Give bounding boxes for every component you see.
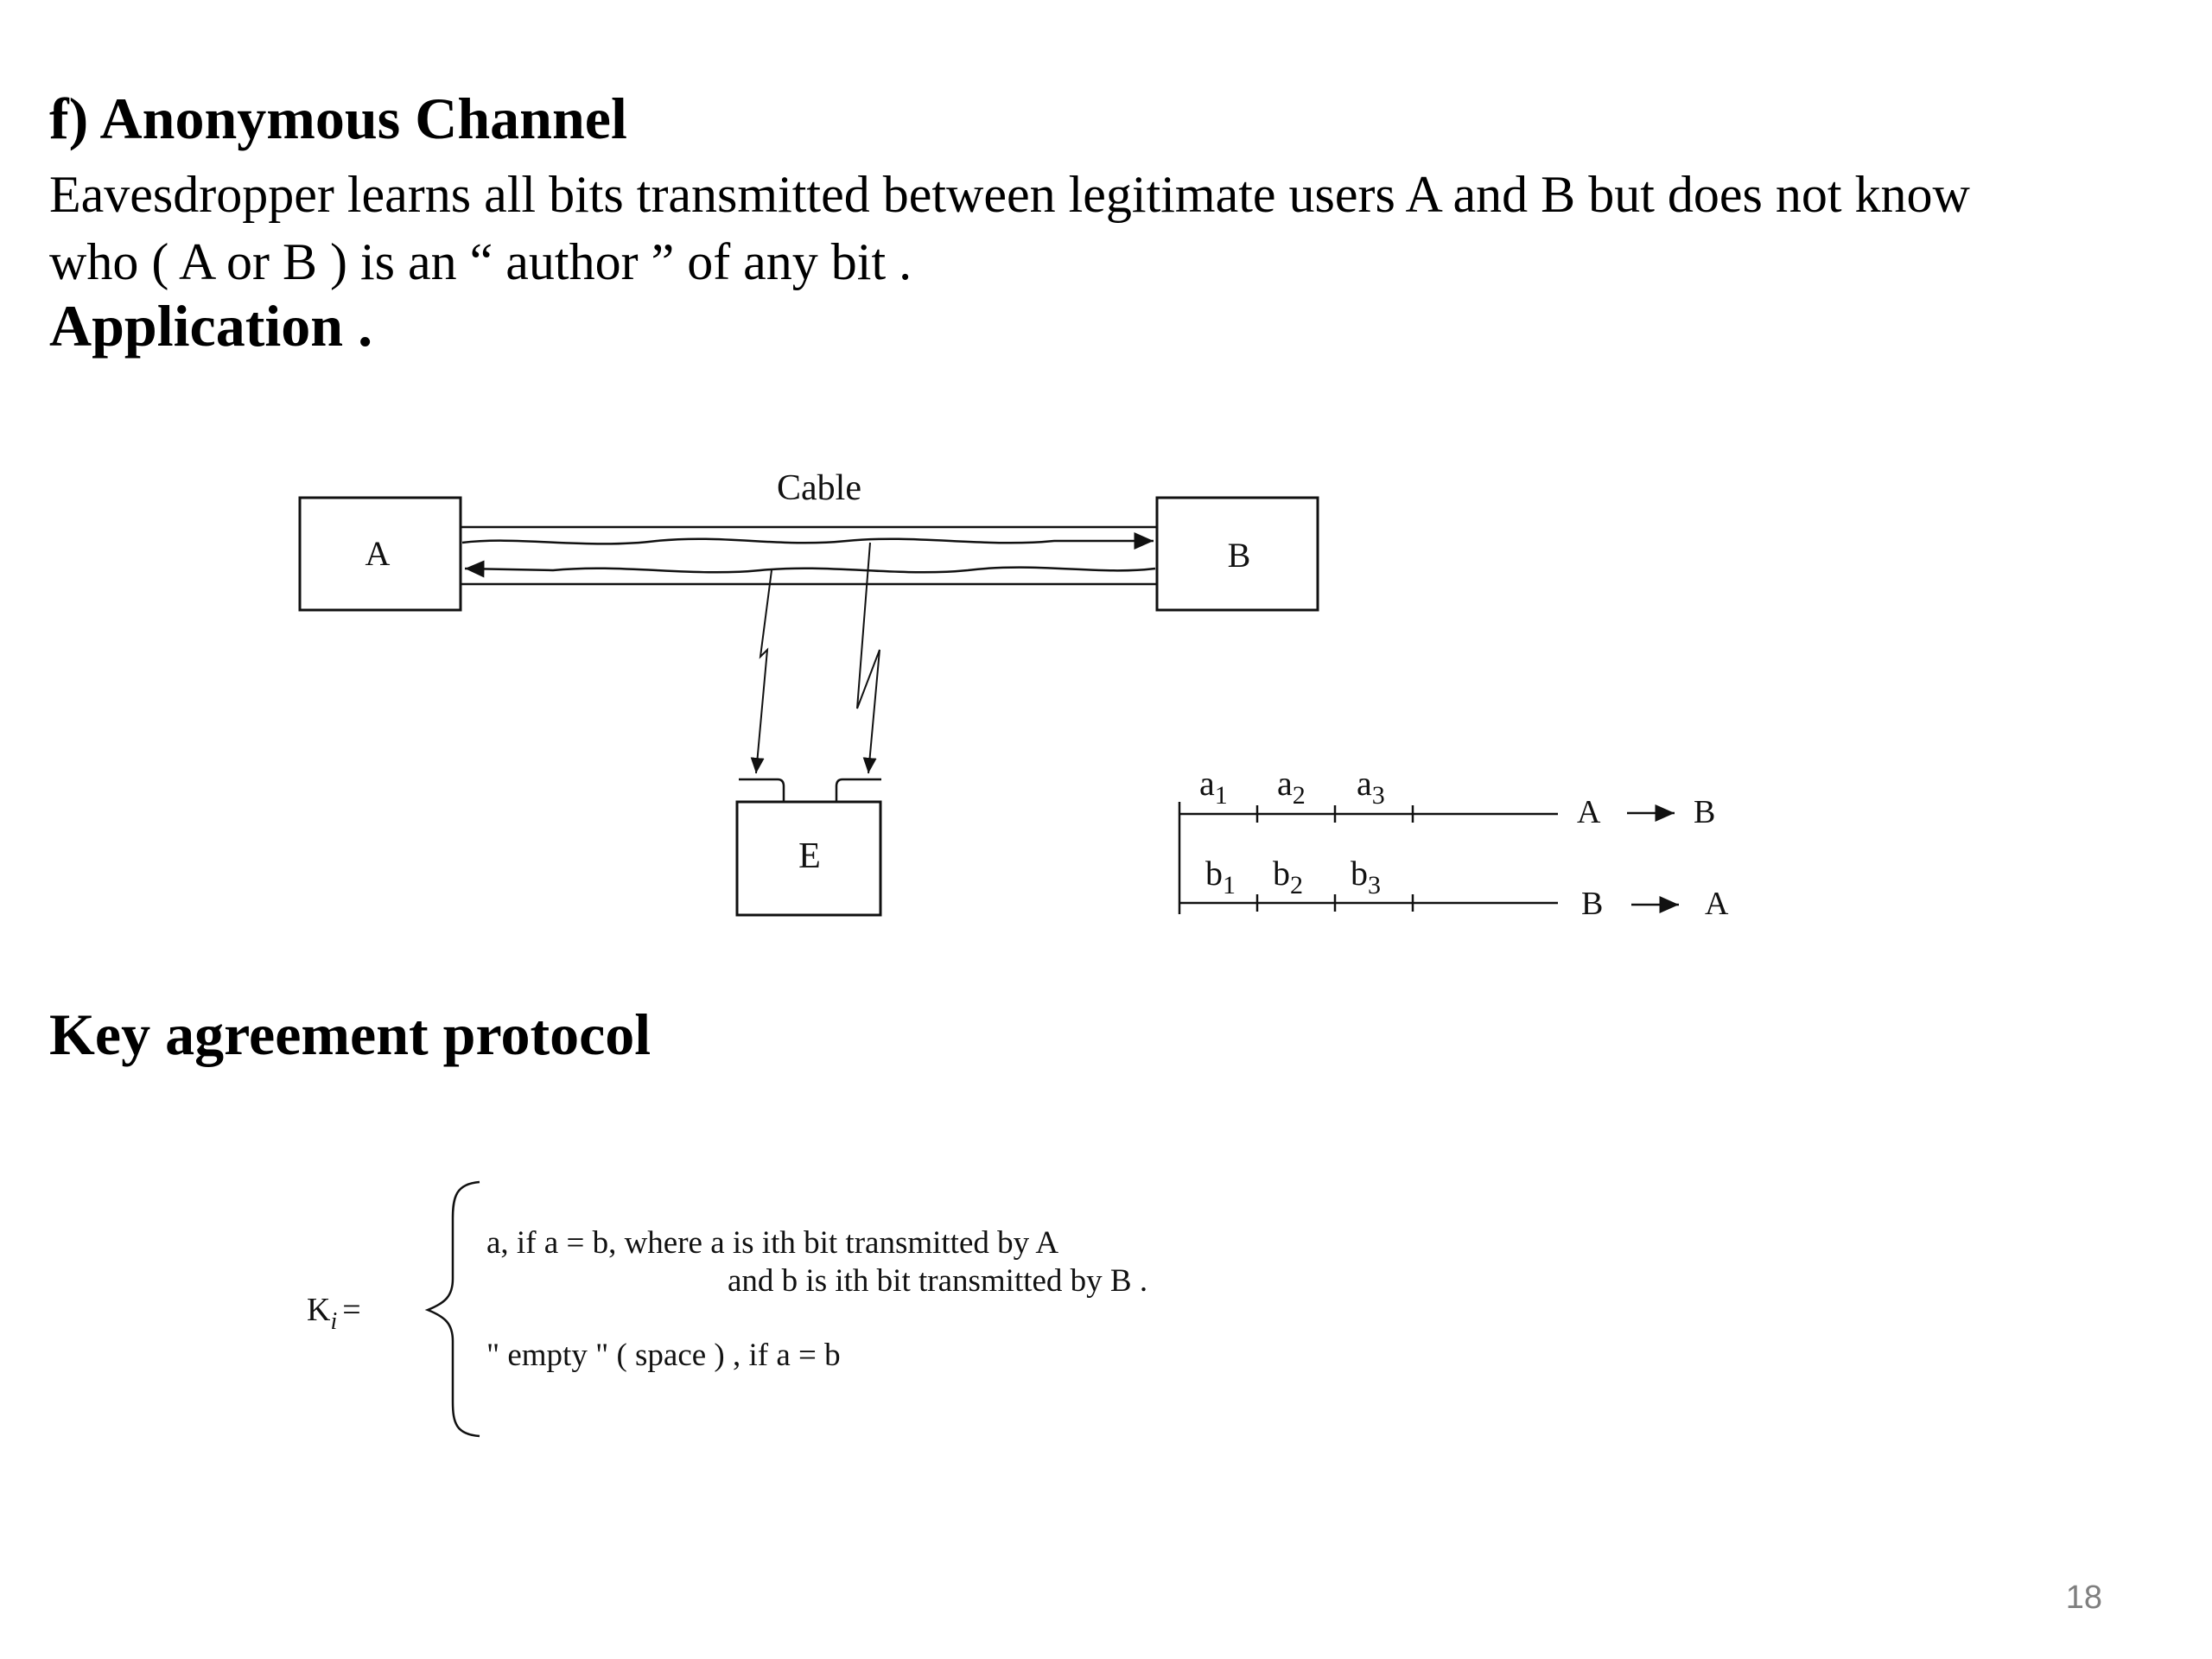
box-e-label: E [798, 836, 821, 876]
tap-left-arrow [750, 569, 772, 774]
a-bit-3: a3 [1357, 764, 1385, 810]
description: Eavesdropper learns all bits transmitted… [49, 161, 2158, 296]
description-line-1: Eavesdropper learns all bits transmitted… [49, 166, 1970, 223]
box-b-label: B [1228, 536, 1251, 575]
dir-b-to-a-from: B [1581, 886, 1603, 922]
a-bit-2: a2 [1277, 764, 1306, 810]
application-heading: Application . [49, 293, 373, 359]
b-bit-3: b3 [1351, 854, 1381, 899]
box-a [298, 496, 462, 612]
box-e [735, 800, 882, 917]
signal-a-to-b-arrow [461, 532, 1154, 550]
cable-label: Cable [777, 468, 861, 508]
box-e-connectors [739, 778, 881, 802]
b-bit-2: b2 [1273, 854, 1303, 899]
eavesdrop-taps [750, 542, 880, 774]
formula-brace [424, 1180, 480, 1438]
key-agreement-heading: Key agreement protocol [49, 1001, 652, 1067]
signal-b-to-a-arrow [464, 560, 1156, 578]
box-a-label: A [365, 534, 391, 573]
box-b [1155, 496, 1319, 612]
dir-a-to-b-to: B [1694, 794, 1715, 830]
cable [461, 525, 1157, 586]
formula-case2: " empty " ( space ) , if a = b [486, 1338, 841, 1373]
dir-b-to-a-to: A [1705, 886, 1729, 922]
formula-lhs: Ki= [307, 1292, 361, 1335]
page-number: 18 [2065, 1580, 2102, 1616]
description-line-2: who ( A or B ) is an “ author ” of any b… [49, 233, 912, 290]
bit-timelines [1178, 802, 1558, 914]
key-formula: Ki= a, if a = b, where a is ith bit tran… [307, 1180, 1147, 1438]
a-bit-1: a1 [1199, 764, 1228, 810]
slide-title: f) Anonymous Channel [49, 86, 627, 151]
formula-case1-line1: a, if a = b, where a is ith bit transmit… [486, 1225, 1058, 1261]
b-bit-1: b1 [1205, 854, 1236, 899]
dir-a-to-b-from: A [1577, 794, 1601, 830]
formula-case1-line2: and b is ith bit transmitted by B . [728, 1263, 1147, 1299]
tap-right-arrow [856, 542, 880, 774]
